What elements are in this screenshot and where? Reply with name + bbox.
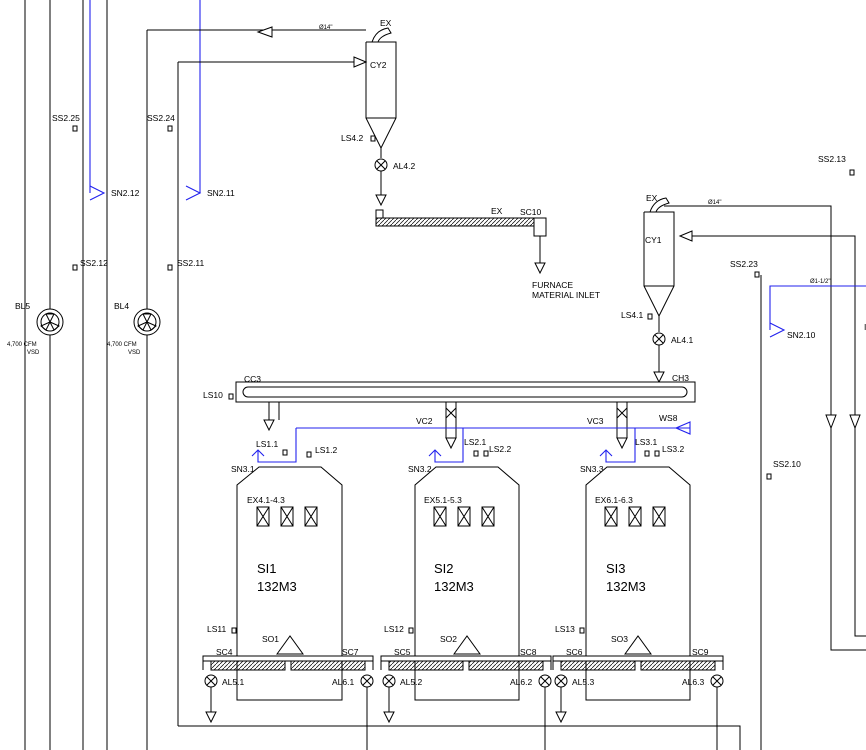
svg-text:CY2: CY2 <box>370 60 387 70</box>
svg-text:AL4.2: AL4.2 <box>393 161 415 171</box>
svg-text:SS2.11: SS2.11 <box>177 258 205 268</box>
screw-conveyor-sc10: EX SC10 FURNACE MATERIAL INLET <box>375 206 600 300</box>
svg-text:BL4: BL4 <box>114 301 129 311</box>
svg-text:SS2.13: SS2.13 <box>818 154 846 164</box>
svg-text:WS8: WS8 <box>659 413 678 423</box>
svg-text:SS2.25: SS2.25 <box>52 113 80 123</box>
svg-text:SO2: SO2 <box>440 634 457 644</box>
svg-text:SN2.10: SN2.10 <box>787 330 816 340</box>
svg-text:CH3: CH3 <box>672 373 689 383</box>
svg-text:VSD: VSD <box>128 350 141 356</box>
svg-text:SC8: SC8 <box>520 647 537 657</box>
svg-text:SC9: SC9 <box>692 647 709 657</box>
svg-text:Ø14": Ø14" <box>708 200 721 206</box>
svg-text:MATERIAL INLET: MATERIAL INLET <box>532 290 600 300</box>
svg-text:LS12: LS12 <box>384 624 404 634</box>
svg-text:SO1: SO1 <box>262 634 279 644</box>
svg-text:Ø14": Ø14" <box>319 25 332 31</box>
svg-text:SN2.11: SN2.11 <box>207 188 235 198</box>
svg-text:SO3: SO3 <box>611 634 628 644</box>
conveyor-drops: VC2 VC3 <box>263 402 628 450</box>
svg-text:SS2.12: SS2.12 <box>80 258 108 268</box>
svg-text:AL6.2: AL6.2 <box>510 677 532 687</box>
svg-text:SC6: SC6 <box>566 647 583 657</box>
svg-text:AL5.2: AL5.2 <box>400 677 422 687</box>
chain-conveyor-cc3: CC3 LS10 <box>203 374 696 403</box>
silo-si2: SN3.2 LS2.1 LS2.2 EX5.1-5.3 SI2 132M3 LS… <box>380 437 552 750</box>
svg-text:CC3: CC3 <box>244 374 261 384</box>
svg-text:I: I <box>864 322 866 332</box>
svg-text:AL6.1: AL6.1 <box>332 677 354 687</box>
svg-text:SN2.12: SN2.12 <box>111 188 140 198</box>
svg-text:LS2.2: LS2.2 <box>489 444 511 454</box>
svg-text:SN3.2: SN3.2 <box>408 464 432 474</box>
svg-text:LS1.2: LS1.2 <box>315 445 337 455</box>
sensor-sn2-12: SN2.12 <box>89 185 140 201</box>
svg-text:EX: EX <box>491 206 503 216</box>
svg-text:SC7: SC7 <box>342 647 359 657</box>
svg-text:LS4.2: LS4.2 <box>341 133 363 143</box>
cyclone-cy2: Ø14" EX CY2 LS4.2 AL4.2 <box>147 18 415 207</box>
ws8-signal: WS8 <box>257 413 691 463</box>
svg-text:132M3: 132M3 <box>606 579 646 594</box>
svg-text:LS4.1: LS4.1 <box>621 310 643 320</box>
svg-text:SI2: SI2 <box>434 561 454 576</box>
switch-ss2-12: SS2.12 <box>72 258 108 271</box>
silo-si1: SN3.1 LS1.1 LS1.2 EX4.1-4.3 SI1 132M3 LS… <box>202 439 374 750</box>
svg-text:132M3: 132M3 <box>434 579 474 594</box>
svg-text:SC10: SC10 <box>520 207 542 217</box>
svg-text:VSD: VSD <box>27 350 40 356</box>
svg-text:SI1: SI1 <box>257 561 277 576</box>
svg-text:LS2.1: LS2.1 <box>464 437 486 447</box>
svg-text:EX5.1-5.3: EX5.1-5.3 <box>424 495 462 505</box>
blower-bl5: BL5 4,700 CFM VSD <box>7 301 64 356</box>
svg-text:FURNACE: FURNACE <box>532 280 573 290</box>
switch-ss2-11: SS2.11 <box>167 258 205 271</box>
right-lines: SS2.13 SS2.23 Ø1-1/2" SN2.10 I SS2.10 <box>730 154 866 750</box>
svg-text:EX6.1-6.3: EX6.1-6.3 <box>595 495 633 505</box>
svg-text:EX4.1-4.3: EX4.1-4.3 <box>247 495 285 505</box>
svg-text:LS1.1: LS1.1 <box>256 439 278 449</box>
switch-ss2-25: SS2.25 <box>52 113 80 132</box>
svg-text:4,700 CFM: 4,700 CFM <box>7 342 37 348</box>
svg-text:LS3.2: LS3.2 <box>662 444 684 454</box>
svg-text:AL4.1: AL4.1 <box>671 335 693 345</box>
svg-text:VC2: VC2 <box>416 416 433 426</box>
svg-text:EX: EX <box>380 18 392 28</box>
svg-text:AL5.1: AL5.1 <box>222 677 244 687</box>
svg-text:LS3.1: LS3.1 <box>635 437 657 447</box>
svg-text:4,700 CFM: 4,700 CFM <box>107 342 137 348</box>
cyclone-cy1: Ø14" EX CY1 LS4.1 AL4.1 CH3 <box>621 193 856 415</box>
left-lines <box>24 0 741 750</box>
svg-text:Ø1-1/2": Ø1-1/2" <box>810 279 830 285</box>
svg-text:LS13: LS13 <box>555 624 575 634</box>
svg-text:SC5: SC5 <box>394 647 411 657</box>
svg-text:BL5: BL5 <box>15 301 30 311</box>
svg-text:AL6.3: AL6.3 <box>682 677 704 687</box>
svg-text:AL5.3: AL5.3 <box>572 677 594 687</box>
svg-text:SN3.1: SN3.1 <box>231 464 255 474</box>
svg-text:EX: EX <box>646 193 658 203</box>
svg-text:SN3.3: SN3.3 <box>580 464 604 474</box>
svg-text:LS11: LS11 <box>207 624 226 634</box>
svg-text:LS10: LS10 <box>203 390 223 400</box>
switch-ss2-24: SS2.24 <box>147 113 175 132</box>
sensor-sn2-11: SN2.11 <box>185 185 235 201</box>
svg-text:SS2.24: SS2.24 <box>147 113 175 123</box>
svg-text:132M3: 132M3 <box>257 579 297 594</box>
svg-text:CY1: CY1 <box>645 235 662 245</box>
svg-text:SS2.10: SS2.10 <box>773 459 801 469</box>
svg-text:SS2.23: SS2.23 <box>730 259 758 269</box>
silo-si3: SN3.3 LS3.1 LS3.2 EX6.1-6.3 SI3 132M3 LS… <box>552 437 724 750</box>
blower-bl4: BL4 4,700 CFM VSD <box>107 301 161 356</box>
svg-text:VC3: VC3 <box>587 416 604 426</box>
svg-text:SC4: SC4 <box>216 647 233 657</box>
svg-text:SI3: SI3 <box>606 561 626 576</box>
